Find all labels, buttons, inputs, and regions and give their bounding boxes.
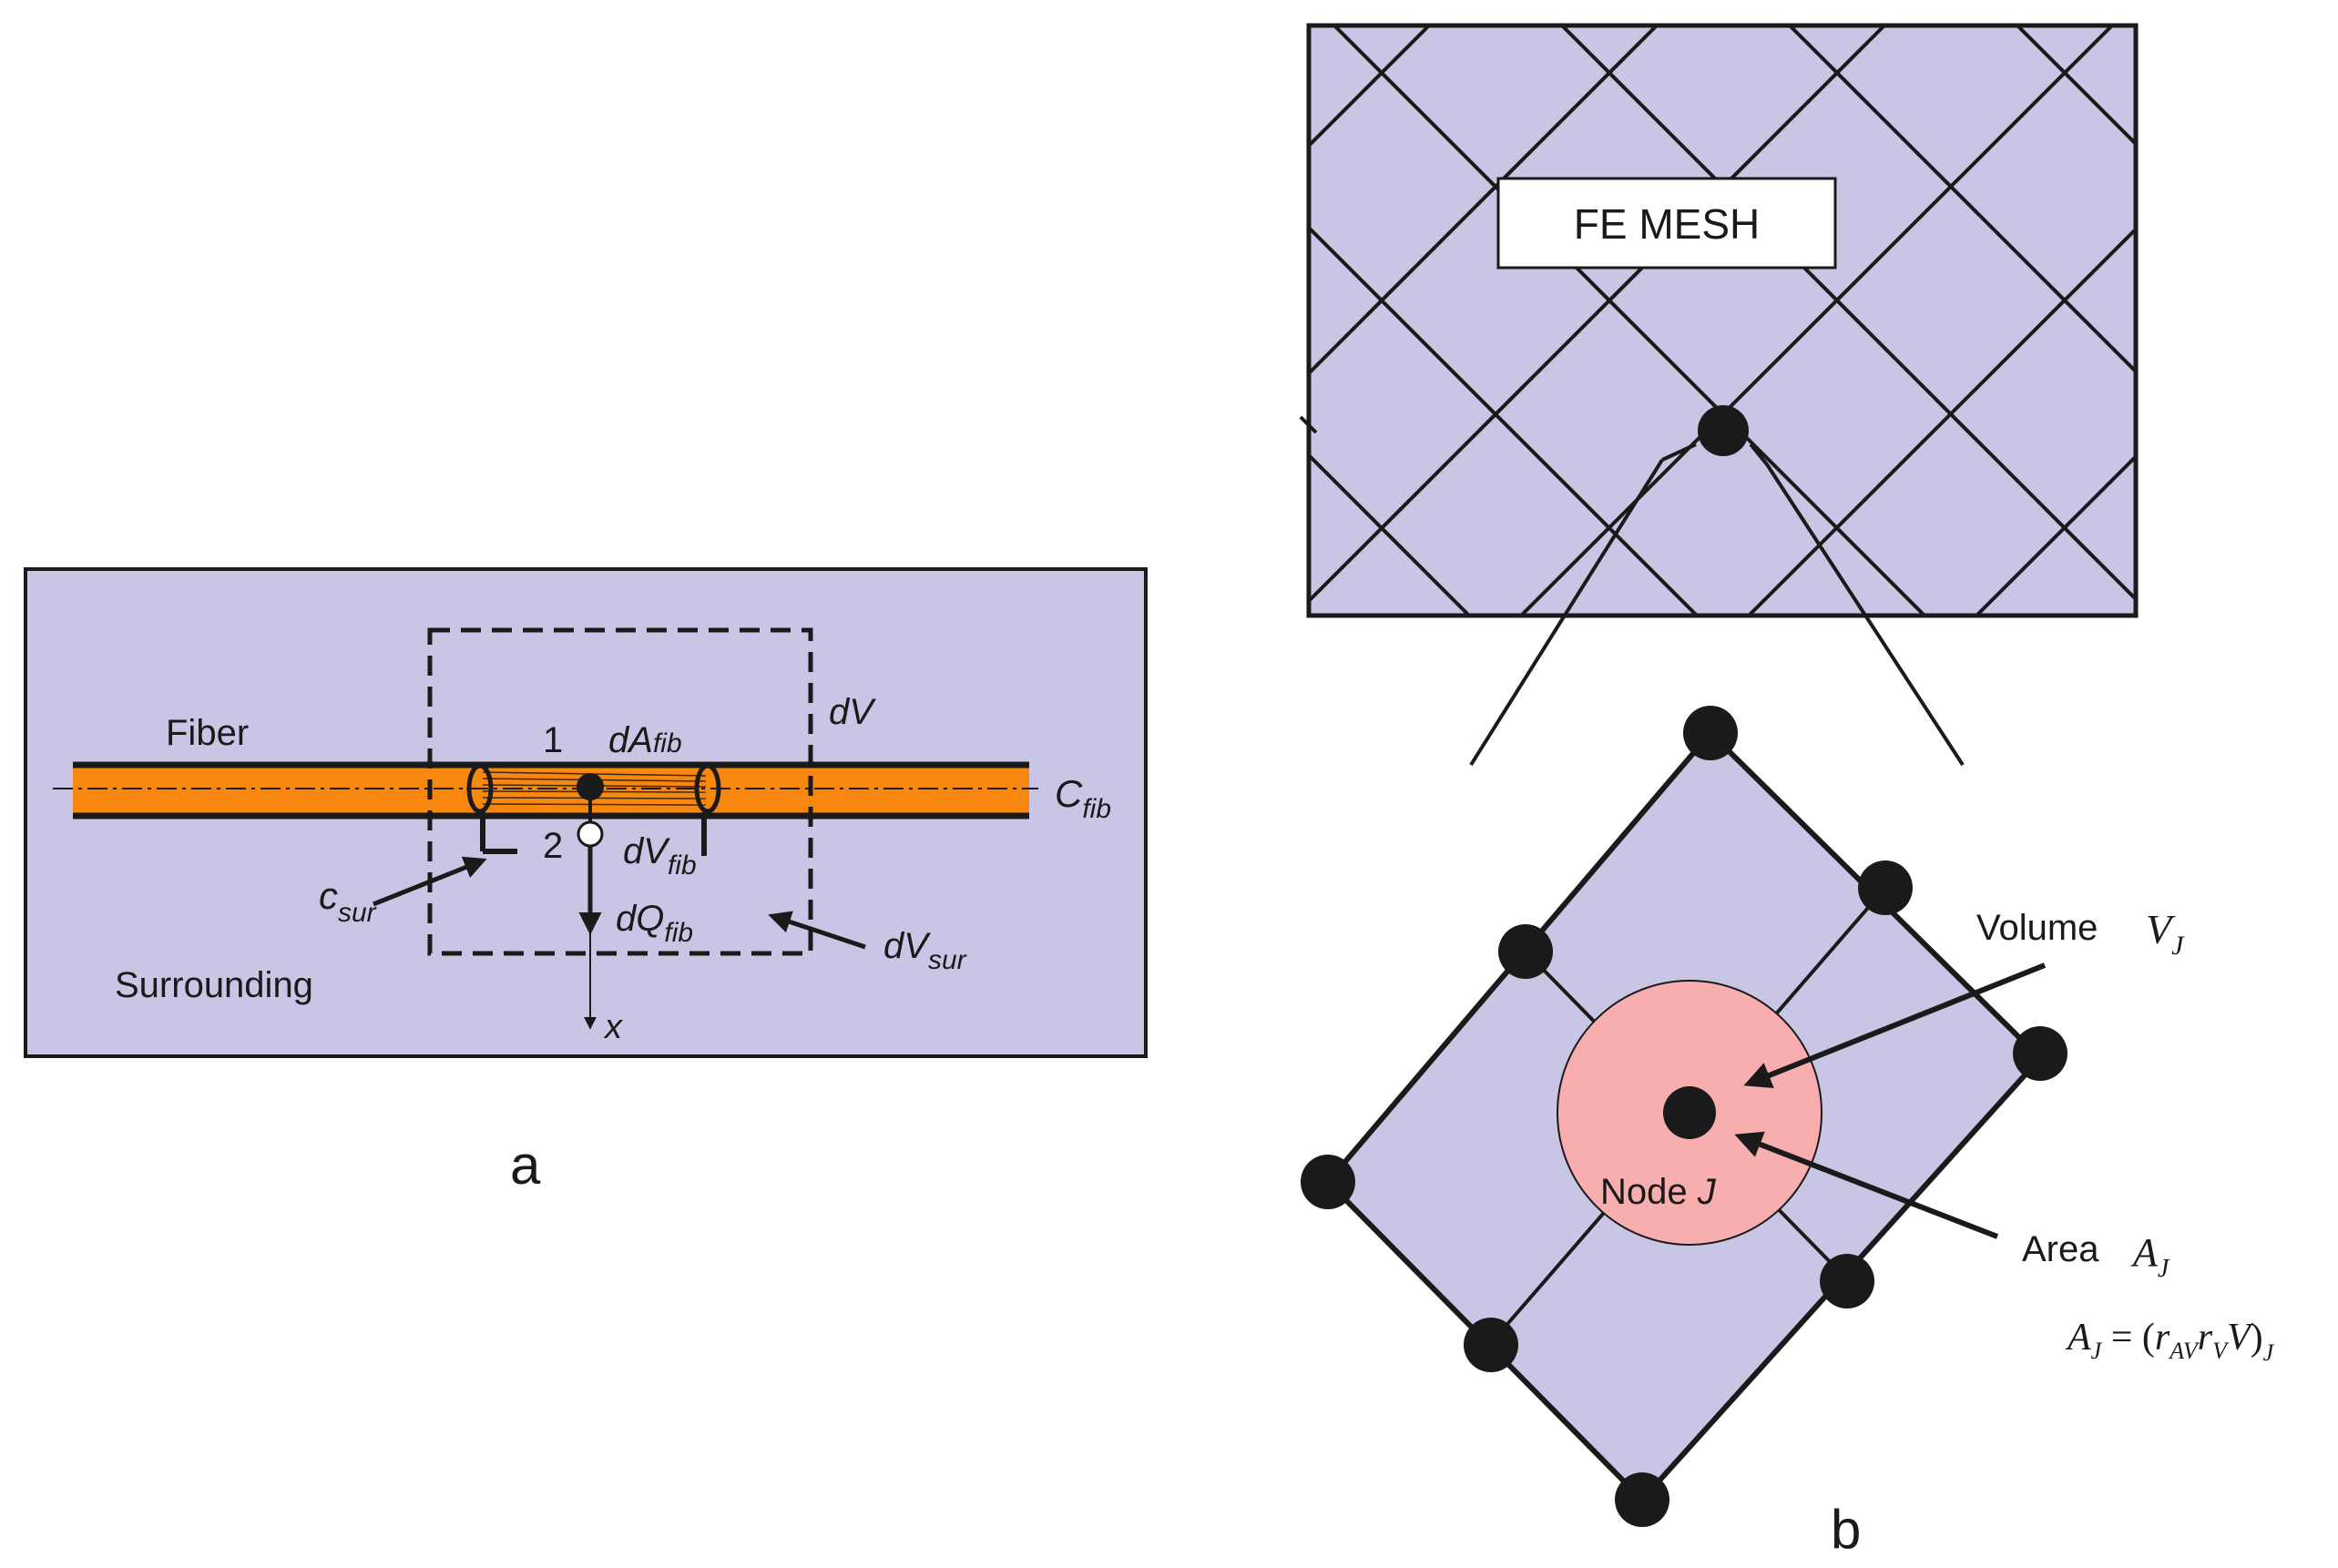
element-node [1615, 1472, 1669, 1527]
element-node [2013, 1026, 2067, 1081]
fiber-cross-section-left [466, 763, 494, 814]
node-J-label: Node J [1600, 1172, 1717, 1212]
dAfib-label: dAfib [608, 720, 682, 760]
dQfib-label: dQfib [616, 899, 693, 948]
element-node [1683, 706, 1738, 760]
panel-b-caption: b [1831, 1499, 1861, 1560]
mesh-background [1309, 25, 2136, 616]
mesh-node-tick-left [1661, 443, 1697, 462]
volume-symbol: VJ [2146, 906, 2185, 961]
x-axis-label: x [603, 1008, 624, 1046]
mesh-node [1698, 405, 1749, 456]
fiber-label: Fiber [166, 713, 249, 753]
fiber-rod [73, 763, 1029, 818]
mesh-left-tick [1299, 415, 1318, 434]
surrounding-label: Surrounding [115, 965, 313, 1005]
panel-b: FE MESH Volume VJ A [1299, 23, 2275, 1560]
element-nodes [1301, 706, 2067, 1527]
mesh-grid-lines [1309, 25, 2136, 616]
element-node [1820, 1254, 1874, 1308]
area-arrow [1734, 1131, 1999, 1239]
area-symbol: AJ [2130, 1230, 2170, 1283]
mesh-border [1306, 23, 2139, 618]
node-J-marker [1663, 1086, 1716, 1139]
zoom-line-right [1765, 463, 1965, 767]
volume-label: Volume [1976, 908, 2098, 948]
point-1-label: 1 [543, 720, 563, 760]
point-2-marker [577, 820, 604, 848]
csur-arrow [373, 856, 487, 907]
element-node [1301, 1155, 1355, 1209]
volume-arrow [1743, 962, 2047, 1089]
panel-a: Fiber Surrounding 1 2 dAfib dV dVfib dQf… [24, 567, 1148, 1196]
mesh-node-tick-right [1749, 443, 1769, 466]
point-1-marker [577, 773, 604, 800]
fe-mesh-label-box [1496, 177, 1837, 270]
point-2-label: 2 [543, 826, 563, 866]
dV-label: dV [829, 692, 876, 732]
Cfib-label: Cfib [1055, 772, 1111, 824]
dVsur-arrow [768, 911, 866, 950]
element-node [1498, 924, 1553, 979]
area-label: Area [2022, 1229, 2099, 1269]
csur-label: csur [319, 874, 377, 928]
zoom-line-left [1469, 458, 1664, 767]
element-node [1464, 1318, 1518, 1372]
panel-a-caption: a [510, 1135, 541, 1196]
dVfib-label: dVfib [623, 831, 697, 881]
dVsur-label: dVsur [883, 926, 967, 975]
fe-mesh-label: FE MESH [1574, 200, 1760, 248]
control-volume-dV [427, 627, 813, 956]
fiber-cross-section-right [694, 763, 721, 814]
element-node [1858, 860, 1913, 915]
area-equation: AJ = (rAVrVV)J [2065, 1317, 2275, 1366]
